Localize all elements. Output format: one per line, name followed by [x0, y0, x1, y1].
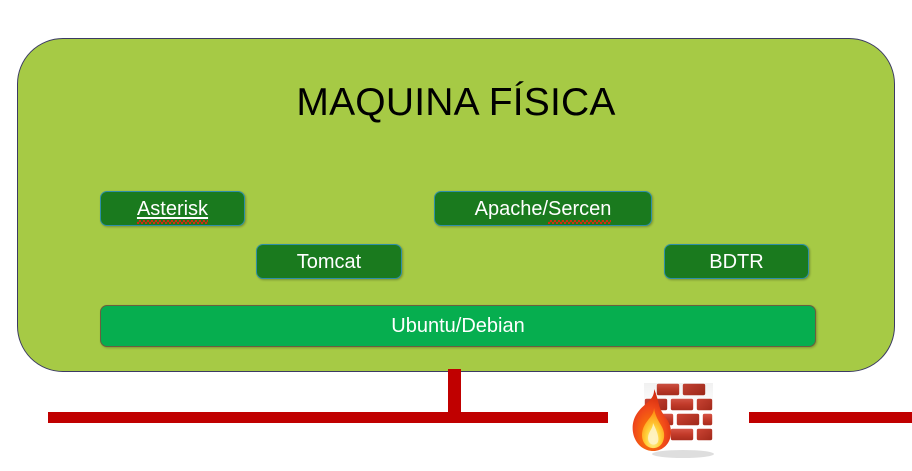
- service-label-bdtr: BDTR: [709, 250, 764, 273]
- service-label-apache-suffix: Sercen: [548, 197, 612, 224]
- service-box-bdtr[interactable]: BDTR: [664, 244, 809, 279]
- firewall-icon: [626, 375, 720, 463]
- physical-machine-container: MAQUINA FÍSICA Asterisk Apache/Sercen To…: [17, 38, 895, 372]
- page-title: MAQUINA FÍSICA: [296, 81, 616, 124]
- os-bar-ubuntu-debian[interactable]: Ubuntu/Debian: [100, 305, 816, 347]
- os-label: Ubuntu/Debian: [391, 315, 525, 337]
- network-vertical-link: [448, 369, 461, 413]
- service-label-apache-prefix: Apache/: [474, 197, 548, 220]
- service-box-tomcat[interactable]: Tomcat: [256, 244, 402, 279]
- service-label-asterisk: Asterisk: [136, 197, 209, 224]
- service-box-asterisk[interactable]: Asterisk: [100, 191, 245, 226]
- network-bus-right: [749, 412, 912, 423]
- service-label-tomcat: Tomcat: [296, 250, 362, 273]
- service-box-apache[interactable]: Apache/Sercen: [434, 191, 652, 226]
- network-bus-left: [48, 412, 608, 423]
